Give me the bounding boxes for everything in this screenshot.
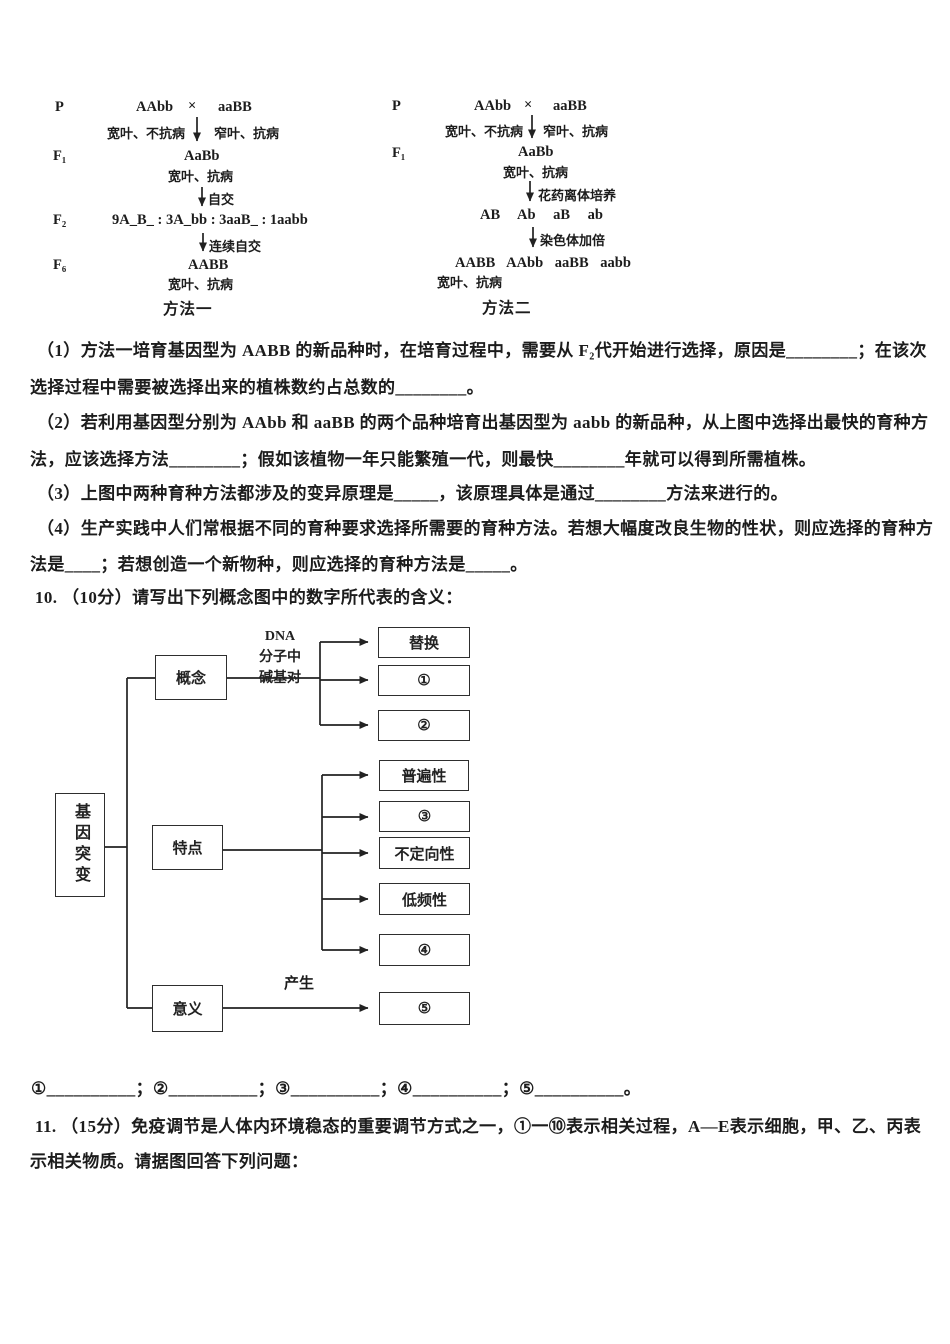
m2-generation-f1-label: F₁ [392,145,406,161]
question-9-4-line1: （4）生产实践中人们常根据不同的育种要求选择所需要的育种方法。若想大幅度改良生物… [37,519,934,538]
method2-arrows [526,115,537,248]
m1-f6-genotype: AABB [188,257,229,273]
m1-f2-ratio: 9A_B_ : 3A_bb : 3aaB_ : 1aabb [112,212,308,228]
m1-parent1-genotype: AAbb [136,99,174,115]
method1-title: 方法一 [163,301,213,318]
m1-parent2-genotype: aaBB [218,99,252,115]
cmap-leaf-universality: 普遍性 [379,760,469,791]
m1-parent2-phenotype: 窄叶、抗病 [214,126,280,141]
question-10-answer-blanks: ①__________；②__________；③__________；④___… [31,1079,642,1098]
cmap-leaf-non-directional: 不定向性 [379,837,470,869]
m2-cross-symbol: × [524,97,533,113]
cmap-leaf-circle5: ⑤ [379,992,470,1025]
cmap-leaf-circle3: ③ [379,801,470,832]
m2-gametes-row: AB Ab aB ab [480,207,603,223]
m1-f1-genotype: AaBb [184,148,220,164]
cmap-root-label: 基因突变 [72,803,89,887]
question-11-stem-line2: 示相关物质。请据图回答下列问题： [30,1152,309,1171]
m1-generation-f1-label: F₁ [53,148,67,164]
concept-map-lines [105,638,369,1012]
m2-parent2-phenotype: 窄叶、抗病 [543,124,609,139]
m2-generation-p-label: P [392,98,401,114]
cmap-branch-meaning: 意义 [152,985,223,1032]
cmap-leaf-substitution: 替换 [378,627,470,658]
question-11-stem-line1: 11. （15分）免疫调节是人体内环境稳态的重要调节方式之一，①一⑩表示相关过程… [35,1117,922,1136]
m2-parent1-phenotype: 宽叶、不抗病 [445,124,524,139]
cmap-meaning-edge-label: 产生 [284,976,315,992]
m2-anther-culture-label: 花药离体培养 [538,188,617,203]
question-9-4-line2: 法是____；若想创造一个新物种，则应选择的育种方法是_____。 [30,555,528,574]
cmap-leaf-circle2: ② [378,710,470,741]
m1-selfing-label: 自交 [208,192,235,207]
m2-parent1-genotype: AAbb [474,98,512,114]
m2-parent2-genotype: aaBB [553,98,587,114]
question-9-1-line1: （1）方法一培育基因型为 AABB 的新品种时，在培育过程中，需要从 F₂代开始… [37,341,927,360]
m1-generation-f2-label: F₂ [53,212,67,228]
cmap-leaf-circle4: ④ [379,934,470,966]
cmap-leaf-low-frequency: 低频性 [379,883,470,915]
m1-continuous-selfing-label: 连续自交 [209,239,262,254]
m1-parent1-phenotype: 宽叶、不抗病 [107,126,186,141]
cmap-branch-feature: 特点 [152,825,223,870]
question-9-3-line: （3）上图中两种育种方法都涉及的变异原理是_____，该原理具体是通过_____… [37,484,788,503]
cmap-concept-edge-label-line3: 碱基对 [259,671,301,686]
cmap-concept-edge-label: DNA 分子中 碱基对 [246,626,314,689]
m1-generation-f6-label: F₆ [53,257,67,273]
question-10-stem: 10. （10分）请写出下列概念图中的数字所代表的含义： [35,588,463,607]
question-9-2-line2: 法，应该选择方法________；假如该植物一年只能繁殖一代，则最快______… [30,450,817,469]
cmap-leaf-circle1: ① [378,665,470,696]
m2-f1-phenotype: 宽叶、抗病 [503,165,569,180]
method2-title: 方法二 [482,300,532,317]
m1-generation-p-label: P [55,99,64,115]
cmap-concept-edge-label-line2: 分子中 [259,650,301,665]
cmap-branch-concept: 概念 [155,655,227,700]
m2-doubled-genotypes-row: AABB AAbb aaBB aabb [455,255,631,271]
question-9-1-line2: 选择过程中需要被选择出来的植株数约占总数的________。 [30,378,484,397]
cmap-concept-edge-label-line1: DNA [264,629,296,644]
m1-f6-phenotype: 宽叶、抗病 [168,277,234,292]
m2-chromosome-doubling-label: 染色体加倍 [540,233,606,248]
m2-doubled-phenotype: 宽叶、抗病 [437,275,503,290]
m2-f1-genotype: AaBb [518,144,554,160]
question-9-2-line1: （2）若利用基因型分别为 AAbb 和 aaBB 的两个品种培育出基因型为 aa… [37,413,929,432]
cmap-root-gene-mutation: 基因突变 [55,793,105,897]
m1-f1-phenotype: 宽叶、抗病 [168,169,234,184]
m1-cross-symbol: × [188,98,197,114]
